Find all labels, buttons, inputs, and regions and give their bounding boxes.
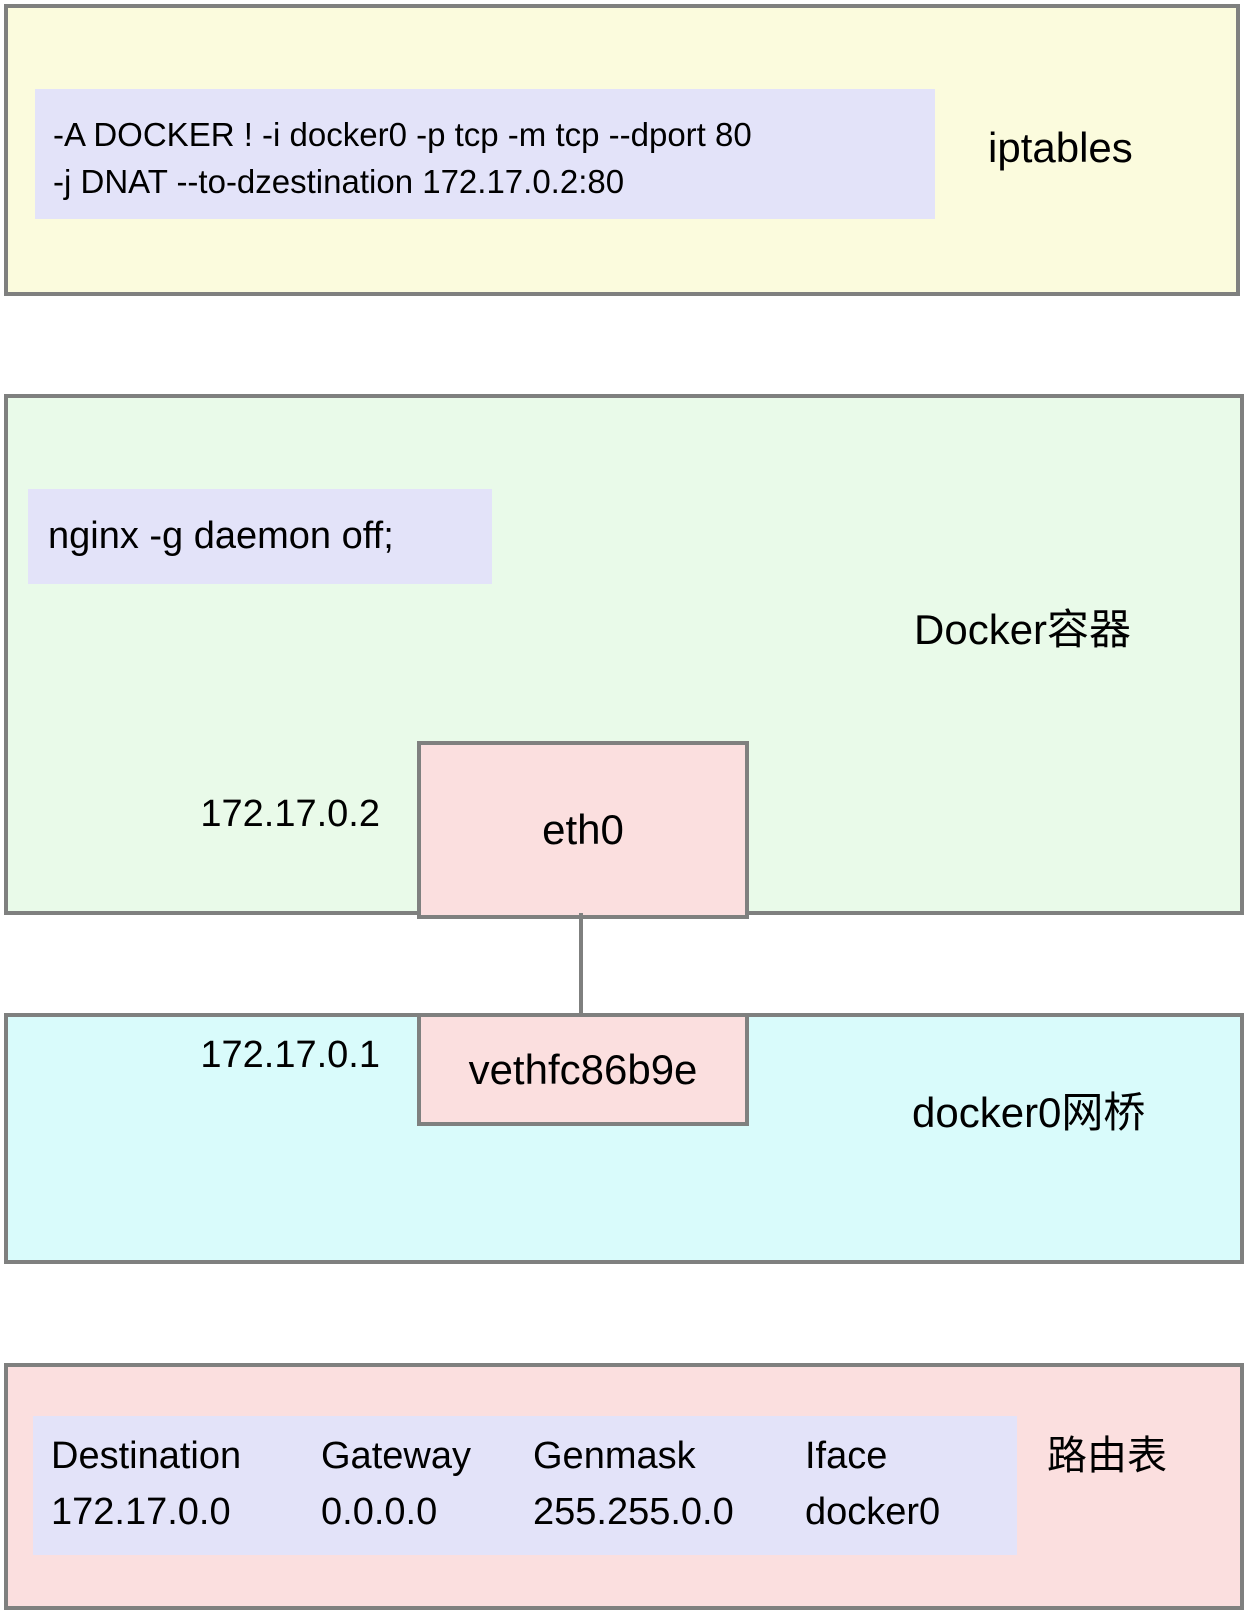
veth-pair-connector — [579, 913, 583, 1015]
route-table: Destination Gateway Genmask Iface 172.17… — [33, 1416, 1017, 1540]
iptables-rule-panel: -A DOCKER ! -i docker0 -p tcp -m tcp --d… — [35, 89, 935, 219]
route-table-panel: Destination Gateway Genmask Iface 172.17… — [33, 1416, 1017, 1555]
route-header-iface: Iface — [805, 1435, 888, 1477]
veth-interface-label: vethfc86b9e — [468, 1045, 698, 1093]
route-header-destination: Destination — [51, 1435, 242, 1477]
route-cell-gateway: 0.0.0.0 — [321, 1491, 438, 1533]
route-header-gateway: Gateway — [321, 1435, 471, 1477]
veth-interface-box: vethfc86b9e — [417, 1013, 749, 1126]
route-cell-destination: 172.17.0.0 — [51, 1491, 231, 1533]
eth0-interface-box: eth0 — [417, 741, 749, 919]
eth0-ip-label: 172.17.0.2 — [200, 793, 380, 835]
docker-container-zone-label: Docker容器 — [914, 606, 1132, 653]
route-table-zone-label: 路由表 — [1047, 1434, 1167, 1478]
eth0-interface-label: eth0 — [542, 806, 624, 853]
table-row: 172.17.0.0 0.0.0.0 255.255.0.0 docker0 — [33, 1484, 1017, 1540]
route-cell-genmask: 255.255.0.0 — [533, 1491, 734, 1533]
nginx-command-panel: nginx -g daemon off; — [28, 489, 492, 584]
iptables-rule-line-1: -A DOCKER ! -i docker0 -p tcp -m tcp --d… — [53, 116, 752, 153]
iptables-rule-line-2: -j DNAT --to-dzestination 172.17.0.2:80 — [53, 163, 625, 200]
veth-ip-label: 172.17.0.1 — [200, 1034, 380, 1076]
iptables-zone-label: iptables — [988, 124, 1133, 171]
route-cell-iface: docker0 — [805, 1491, 941, 1533]
docker0-bridge-zone-label: docker0网桥 — [912, 1089, 1146, 1136]
table-header-row: Destination Gateway Genmask Iface — [33, 1416, 1017, 1484]
route-header-genmask: Genmask — [533, 1435, 696, 1477]
iptables-zone: -A DOCKER ! -i docker0 -p tcp -m tcp --d… — [4, 4, 1240, 296]
